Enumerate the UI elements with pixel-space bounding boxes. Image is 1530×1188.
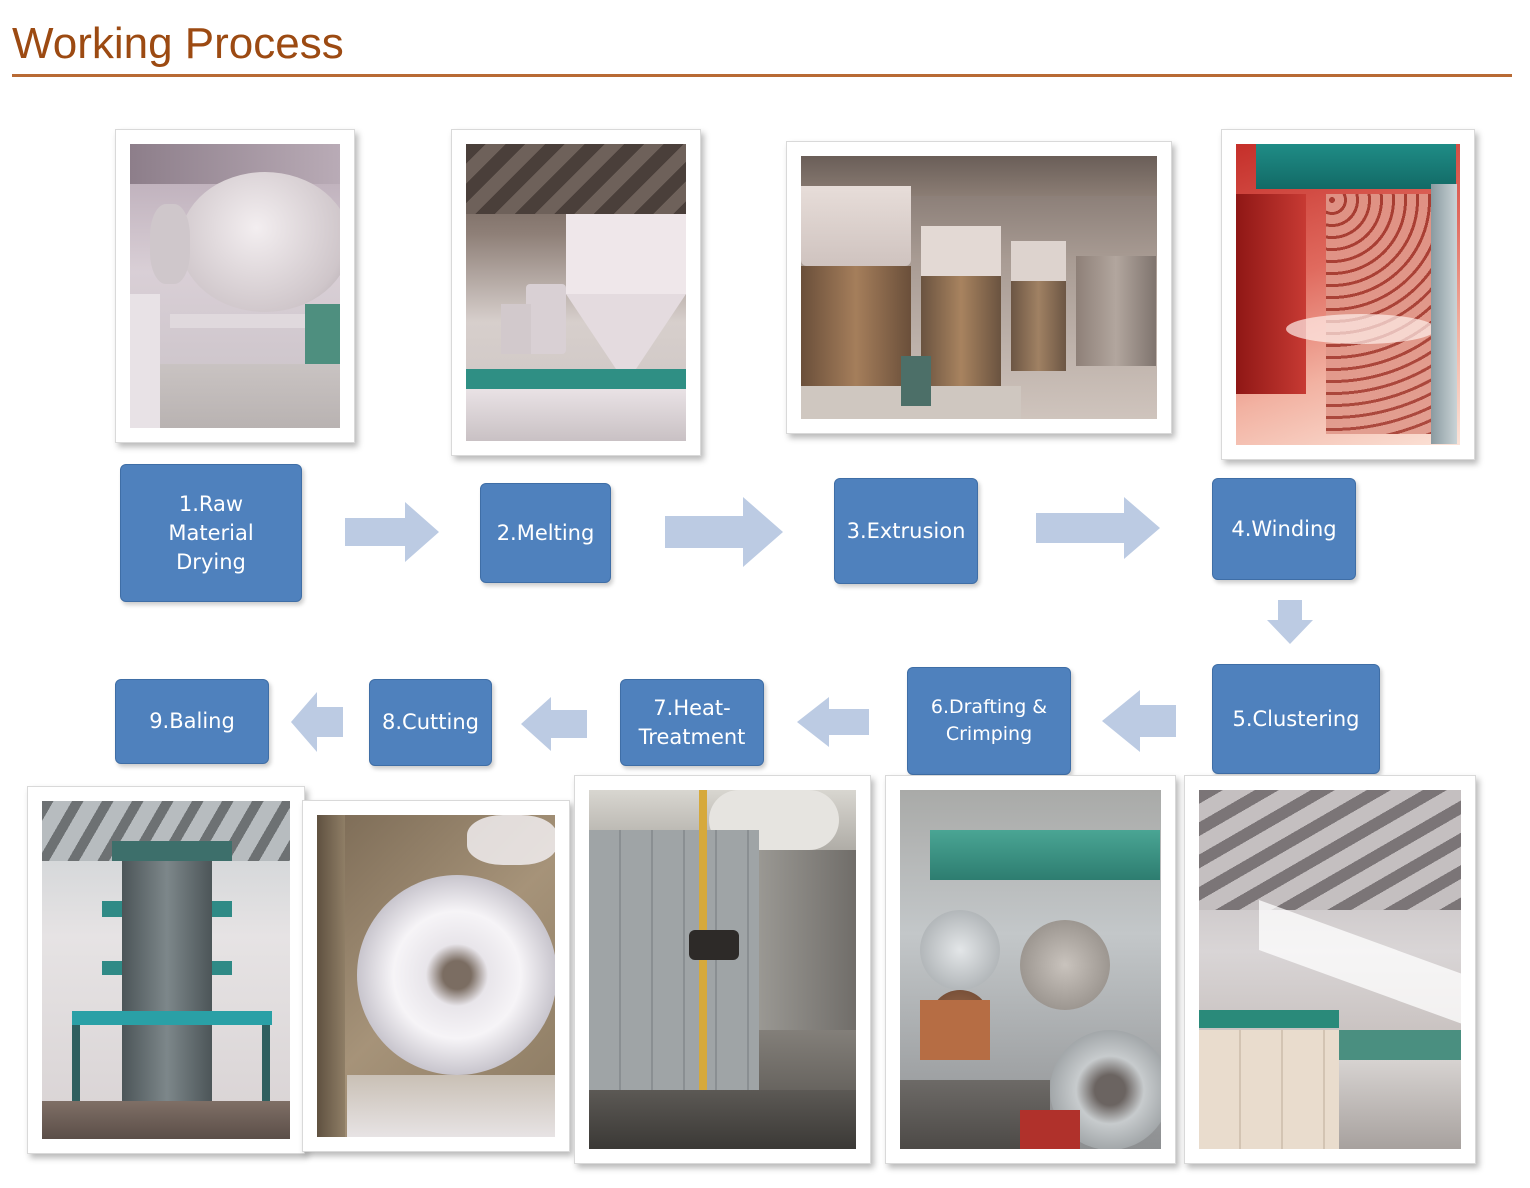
arrow-right-3 — [1036, 497, 1160, 559]
arrow-down — [1267, 600, 1313, 644]
step-4-winding: 4.Winding — [1212, 478, 1356, 580]
photo-cutting — [302, 800, 570, 1152]
step-6-drafting-crimping: 6.Drafting & Crimping — [907, 667, 1071, 775]
photo-heat-treatment — [574, 775, 871, 1164]
photo-baling — [27, 786, 305, 1154]
step-9-baling: 9.Baling — [115, 679, 269, 764]
step-2-melting: 2.Melting — [480, 483, 611, 583]
arrow-left-3 — [521, 697, 587, 751]
photo-clustering — [1184, 775, 1476, 1164]
photo-drafting-crimping — [885, 775, 1176, 1164]
step-1-raw-material-drying: 1.Raw Material Drying — [120, 464, 302, 602]
step-5-clustering: 5.Clustering — [1212, 664, 1380, 774]
step-8-cutting: 8.Cutting — [369, 679, 492, 766]
photo-raw-material-drying — [115, 129, 355, 443]
arrow-right-1 — [345, 502, 439, 562]
arrow-left-4 — [291, 692, 343, 752]
step-7-heat-treatment: 7.Heat-Treatment — [620, 679, 764, 766]
arrow-right-2 — [665, 497, 783, 567]
photo-extrusion — [786, 141, 1172, 434]
step-3-extrusion: 3.Extrusion — [834, 478, 978, 584]
arrow-left-2 — [797, 697, 869, 747]
photo-winding — [1221, 129, 1475, 460]
photo-melting — [451, 129, 701, 456]
title-divider — [12, 74, 1512, 77]
arrow-left-1 — [1102, 690, 1176, 752]
page-title: Working Process — [12, 19, 344, 68]
